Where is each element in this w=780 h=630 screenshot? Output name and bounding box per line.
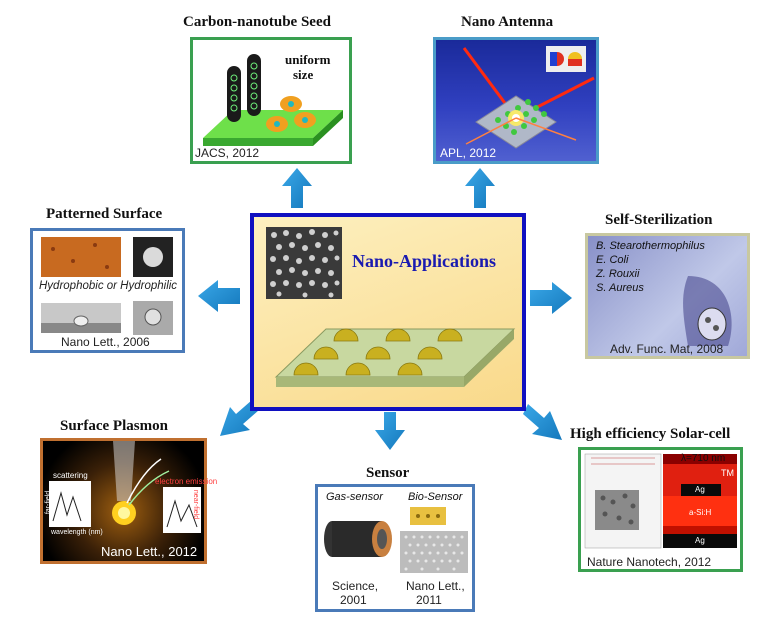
plasmon-citation: Nano Lett., 2012 bbox=[101, 544, 198, 559]
sensor-cite-left-2: 2001 bbox=[340, 593, 367, 607]
arrow-left-icon bbox=[198, 280, 240, 312]
sensor-bio-label: Bio-Sensor bbox=[408, 491, 463, 503]
solar-panel: λ=710 nm TM Ag a-Si:H Ag Nature Nanotech… bbox=[578, 447, 743, 572]
patterned-figure bbox=[41, 237, 173, 335]
sterilization-citation: Adv. Func. Mat, 2008 bbox=[610, 342, 724, 356]
solar-ag-top: Ag bbox=[695, 485, 705, 494]
carbon-figure bbox=[203, 54, 343, 146]
antenna-title: Nano Antenna bbox=[461, 14, 554, 30]
species-2: E. Coli bbox=[596, 254, 629, 266]
antenna-figure bbox=[462, 46, 595, 149]
plasmon-figure bbox=[49, 441, 201, 533]
sensor-cite-right-2: 2011 bbox=[416, 593, 442, 607]
antenna-citation: APL, 2012 bbox=[440, 146, 497, 160]
solar-citation: Nature Nanotech, 2012 bbox=[587, 555, 712, 569]
solar-lambda: λ=710 nm bbox=[681, 453, 726, 464]
arrow-down-icon bbox=[375, 412, 405, 450]
patterned-panel: Hydrophobic or Hydrophilic Nano Lett., 2… bbox=[30, 228, 185, 353]
solar-title: High efficiency Solar-cell bbox=[570, 426, 731, 442]
plasmon-label-nearfield: near-field bbox=[192, 489, 200, 520]
species-3: Z. Rouxii bbox=[596, 268, 640, 280]
plasmon-label-emission: electron emission bbox=[155, 477, 218, 486]
sensor-title: Sensor bbox=[366, 465, 410, 481]
solar-figure bbox=[584, 453, 737, 549]
carbon-label-line1: uniform bbox=[285, 52, 331, 67]
arrow-up-icon bbox=[465, 168, 495, 208]
nanostructure-figure bbox=[266, 227, 516, 387]
solar-asih: a-Si:H bbox=[689, 508, 712, 517]
carbon-citation: JACS, 2012 bbox=[195, 146, 260, 160]
patterned-citation: Nano Lett., 2006 bbox=[61, 335, 150, 349]
antenna-panel: APL, 2012 bbox=[433, 37, 599, 164]
patterned-label: Hydrophobic or Hydrophilic bbox=[39, 280, 178, 292]
sterilization-panel: B. Stearothermophilus E. Coli Z. Rouxii … bbox=[585, 233, 750, 359]
plasmon-label-farfield: far-field bbox=[45, 490, 53, 515]
species-4: S. Aureus bbox=[596, 282, 644, 294]
plasmon-panel: scattering electron emission far-field n… bbox=[40, 438, 217, 564]
carbon-label-line2: size bbox=[293, 67, 314, 82]
solar-ag-bottom: Ag bbox=[695, 536, 705, 545]
sterilization-title: Self-Sterilization bbox=[605, 212, 713, 228]
arrow-diagonal-icon bbox=[523, 404, 562, 440]
center-title: Nano-Applications bbox=[352, 251, 497, 271]
sterilization-figure bbox=[683, 276, 732, 346]
sensor-gas-label: Gas-sensor bbox=[326, 491, 383, 503]
arrow-up-icon bbox=[282, 168, 312, 208]
solar-tm: TM bbox=[721, 468, 734, 478]
arrow-diagonal-icon bbox=[220, 400, 259, 436]
sensor-cite-left-1: Science, bbox=[332, 579, 379, 593]
carbon-panel: uniform size JACS, 2012 bbox=[190, 37, 352, 164]
plasmon-label-wavelength: wavelength (nm) bbox=[51, 529, 103, 536]
center-panel: Nano-Applications bbox=[250, 213, 526, 411]
species-1: B. Stearothermophilus bbox=[596, 240, 705, 252]
arrow-right-icon bbox=[530, 282, 572, 314]
sensor-figure bbox=[324, 507, 468, 573]
carbon-title: Carbon-nanotube Seed bbox=[183, 14, 331, 30]
plasmon-title: Surface Plasmon bbox=[60, 418, 168, 434]
sensor-panel: Gas-sensor Bio-Sensor Science, 2001 Nano… bbox=[315, 484, 475, 612]
patterned-title: Patterned Surface bbox=[46, 206, 163, 222]
sensor-cite-right-1: Nano Lett., bbox=[406, 579, 465, 593]
plasmon-label-scattering: scattering bbox=[53, 471, 88, 480]
